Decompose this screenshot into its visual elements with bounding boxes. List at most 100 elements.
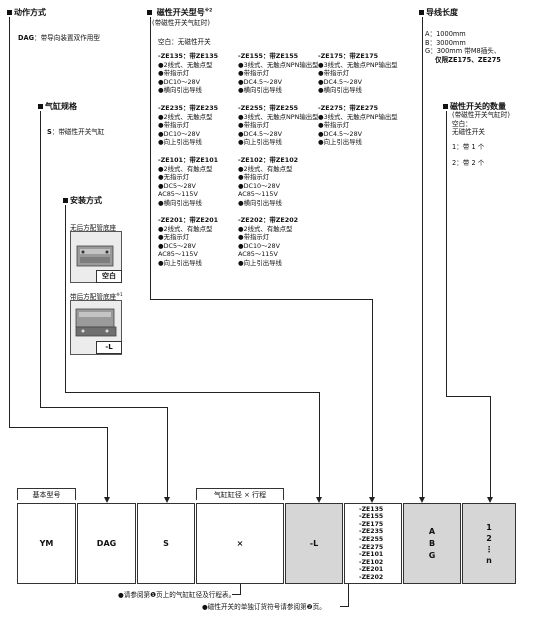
- switch-group-spec: ●DC10～28V: [238, 181, 280, 190]
- cylinder-heading: 气缸规格: [38, 101, 77, 112]
- cylinder-connector-horizontal: [40, 407, 167, 408]
- switch-model-code: -ZE155: [359, 513, 384, 521]
- switch-heading: 磁性开关型号※2: [147, 7, 213, 18]
- switch-group-spec: ●带指示灯: [238, 173, 270, 182]
- lead-heading: 导线长度: [419, 7, 458, 18]
- qty-details: (带磁性开关气缸时) 空白： 无磁性开关 1：带 1 个 2：带 2 个: [452, 111, 510, 168]
- switch-group: -ZE102：带ZE102●2线式、有触点型●带指示灯●DC10～28V AC8…: [238, 156, 316, 208]
- switch-group-spec: ●DC4.5～28V: [238, 77, 283, 86]
- switch-group-spec: ●横向引出导线: [238, 198, 282, 207]
- switch-group: -ZE202：带ZE202●2线式、有触点型●带指示灯●DC10～28V AC8…: [238, 216, 316, 268]
- switch-group-spec: ●2线式、无触点型: [158, 112, 213, 121]
- switch-model-code: -ZE102: [359, 558, 384, 566]
- switch-group-spec: ●DC10～28V: [238, 241, 280, 250]
- lead-option-a: A：1000mm: [425, 30, 466, 38]
- switch-group: -ZE275：带ZE275●3线式、无触点PNP输出型●带指示灯●DC4.5～2…: [318, 104, 398, 147]
- switch-group-title: -ZE101：带ZE101: [158, 156, 219, 164]
- cylinder-with-base-icon: [75, 308, 117, 337]
- mount-with-note: ※1: [116, 292, 123, 298]
- qty-connector-drop: [490, 396, 491, 498]
- switch-group-spec: ●DC10～28V: [158, 129, 200, 138]
- switch-group-spec: ●无指示灯: [158, 173, 190, 182]
- switch-group-title: -ZE202：带ZE202: [238, 216, 299, 224]
- switch-model-code: -ZE101: [359, 551, 384, 559]
- switch-group-spec: ●带指示灯: [318, 121, 350, 130]
- switch-group-spec: ●DC4.5～28V: [318, 129, 363, 138]
- switch-group-spec: ●带指示灯: [238, 233, 270, 242]
- code-cell-bore-stroke: ×: [196, 503, 284, 584]
- code-cell-ym: YM: [17, 503, 76, 584]
- switch-model-code: -ZE201: [359, 566, 384, 574]
- qty-connector-vertical: [446, 111, 447, 396]
- cylinder-s-code: S: [47, 128, 52, 136]
- switch-group-spec: ●2线式、有触点型: [238, 164, 293, 173]
- switch-connector-vertical: [150, 17, 151, 299]
- qty-subtitle: (带磁性开关气缸时): [452, 111, 510, 119]
- switch-group-spec: ●带指示灯: [238, 69, 270, 78]
- action-heading: 动作方式: [7, 7, 46, 18]
- switch-group-title: -ZE102：带ZE102: [238, 156, 299, 164]
- switch-group-title: -ZE255：带ZE255: [238, 104, 299, 112]
- switch-group-spec: ●3线式、无触点PNP输出型: [318, 60, 398, 69]
- switch-group: -ZE235：带ZE235●2线式、无触点型●带指示灯●DC10～28V●向上引…: [158, 104, 236, 147]
- action-connector-vertical: [9, 17, 10, 427]
- lead-code: B: [428, 538, 436, 548]
- basic-model-label: 基本型号: [17, 488, 76, 500]
- switch-group-spec: AC85～115V: [238, 250, 278, 259]
- cylinder-connector-drop: [167, 407, 168, 498]
- switch-group-spec: ●2线式、有触点型: [238, 224, 293, 233]
- order-note-connector: [348, 584, 349, 606]
- mount-arrow-icon: [316, 497, 322, 503]
- switch-group-spec: ●横向引出导线: [158, 86, 202, 95]
- action-connector-drop: [107, 427, 108, 498]
- bore-stroke-label: 气缸缸径 × 行程: [196, 488, 284, 500]
- mount-none-image: 空白: [70, 231, 122, 283]
- action-dag-description: DAG：带导向装置双作用型: [18, 32, 100, 42]
- qty-arrow-icon: [487, 497, 493, 503]
- lead-code: A: [428, 526, 436, 536]
- cylinder-s-text: ：带磁性开关气缸: [51, 128, 105, 136]
- qty-code: 1: [486, 522, 492, 532]
- switch-group-spec: AC85～115V: [158, 190, 198, 199]
- code-cell-mount: -L: [285, 503, 343, 584]
- mount-connector-vertical: [65, 205, 66, 392]
- switch-group-spec: AC85～115V: [238, 190, 278, 199]
- action-connector-horizontal: [9, 427, 107, 428]
- switch-connector-horizontal: [150, 299, 372, 300]
- switch-group-spec: ●向上引出导线: [158, 258, 202, 267]
- switch-group-title: -ZE175：带ZE175: [318, 52, 379, 60]
- switch-group-title: -ZE275：带ZE275: [318, 104, 379, 112]
- bore-note-connector-h: [232, 594, 241, 595]
- cylinder-no-base-icon: [76, 245, 114, 267]
- qty-one: 1：带 1 个: [452, 142, 485, 151]
- mount-connector-horizontal: [65, 392, 319, 393]
- qty-code: ⋮: [485, 544, 493, 554]
- qty-connector-horizontal: [446, 396, 490, 397]
- switch-group: -ZE255：带ZE255●3线式、无触点NPN输出型●带指示灯●DC4.5～2…: [238, 104, 319, 147]
- switch-group: -ZE175：带ZE175●3线式、无触点PNP输出型●带指示灯●DC4.5～2…: [318, 52, 398, 95]
- switch-group-spec: ●向上引出导线: [238, 258, 282, 267]
- switch-group-spec: ●DC5～28V: [158, 181, 196, 190]
- qty-code: 2: [486, 533, 492, 543]
- action-dag-code: DAG: [18, 34, 34, 42]
- lead-option-g: G：300mm 带M8插头、: [425, 47, 501, 56]
- code-cell-dag: DAG: [77, 503, 136, 584]
- switch-group-title: -ZE135：带ZE135: [158, 52, 219, 60]
- order-note-connector-h: [340, 606, 349, 607]
- cylinder-connector-vertical: [40, 111, 41, 407]
- switch-group-spec: ●带指示灯: [158, 121, 190, 130]
- mount-none-label: 无后方配管底座: [70, 224, 117, 232]
- switch-group-spec: ●DC4.5～28V: [318, 77, 363, 86]
- switch-heading-note: ※2: [204, 8, 213, 14]
- switch-group-spec: AC85～115V: [158, 250, 198, 259]
- switch-arrow-icon: [369, 497, 375, 503]
- mount-none-tag: 空白: [96, 270, 122, 283]
- mount-heading: 安装方式: [63, 195, 102, 206]
- switch-model-code: -ZE135: [359, 505, 384, 513]
- switch-group: -ZE101：带ZE101●2线式、有触点型●无指示灯●DC5～28V AC85…: [158, 156, 236, 208]
- lead-option-g-note: 仅限ZE175、ZE275: [435, 55, 501, 64]
- qty-blank-text: 无磁性开关: [452, 128, 485, 137]
